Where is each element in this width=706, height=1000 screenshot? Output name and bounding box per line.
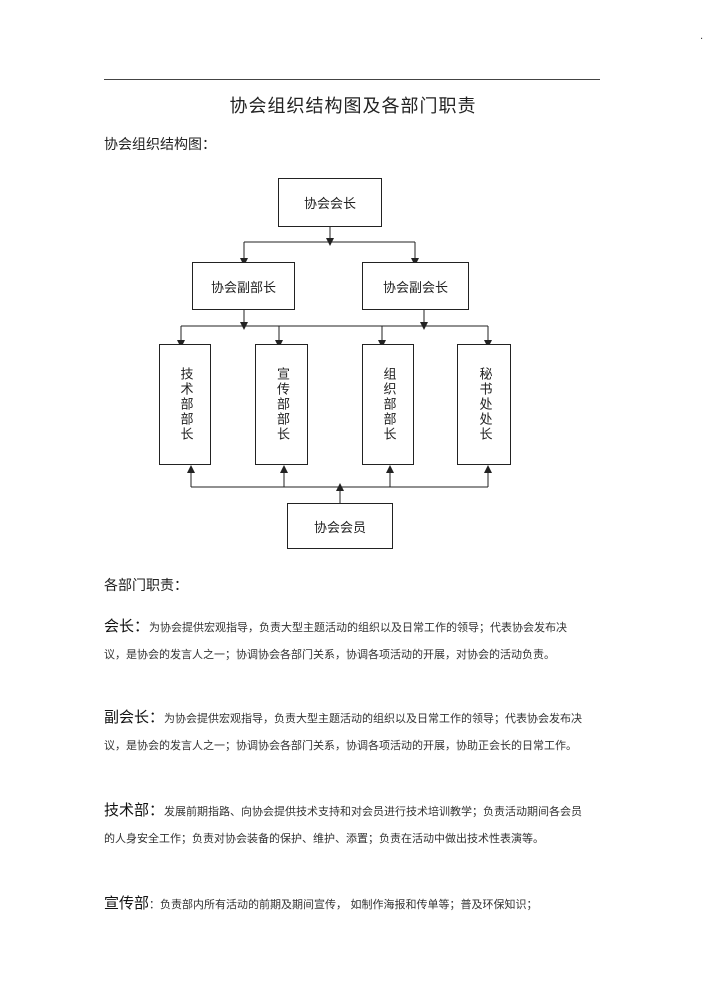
duty-role: 会长： [104,617,150,635]
duty-publicity-dept: 宣传部：负责部内所有活动的前期及期间宣传， 如制作海报和传单等；普及环保知识； [104,890,584,918]
organization-dept-label: 组织部部长 [380,367,396,442]
duty-president: 会长：为协会提供宏观指导，负责大型主题活动的组织以及日常工作的领导；代表协会发布… [104,613,584,668]
vice-president-label: 协会副部长 [210,280,276,296]
president-box: 协会会长 [278,178,382,227]
publicity-dept-box: 宣传部部长 [255,344,308,465]
page-mark: · [700,34,704,45]
duty-role: 宣传部 [104,894,150,912]
duty-role: 副会长： [104,708,165,726]
duty-text: 为协会提供宏观指导，负责大型主题活动的组织以及日常工作的领导；代表协会发布决议，… [104,712,583,752]
duty-text: ：负责部内所有活动的前期及期间宣传， 如制作海报和传单等；普及环保知识； [149,898,538,911]
organization-dept-box: 组织部部长 [362,344,414,465]
duty-role: 技术部： [104,801,165,819]
tech-dept-box: 技术部部长 [159,344,211,465]
members-box: 协会会员 [287,503,393,549]
vice-president-box: 协会副部长 [192,262,295,310]
duties-heading: 各部门职责： [104,578,188,594]
vice-president-2-box: 协会副会长 [362,262,469,310]
tech-dept-label: 技术部部长 [177,367,193,442]
duty-tech-dept: 技术部：发展前期指路、向协会提供技术支持和对会员进行技术培训教学；负责活动期间各… [104,797,584,852]
secretariat-label: 秘书处处长 [476,367,492,442]
duty-text: 发展前期指路、向协会提供技术支持和对会员进行技术培训教学；负责活动期间各会员的人… [104,805,583,845]
members-label: 协会会员 [313,520,366,536]
header-rule [104,79,600,80]
duty-vice-president: 副会长：为协会提供宏观指导，负责大型主题活动的组织以及日常工作的领导；代表协会发… [104,704,584,759]
publicity-dept-label: 宣传部部长 [274,367,289,442]
chart-caption: 协会组织结构图： [104,137,216,153]
secretariat-box: 秘书处处长 [457,344,511,465]
duty-text: 为协会提供宏观指导，负责大型主题活动的组织以及日常工作的领导；代表协会发布决议，… [104,621,568,661]
vice-president-2-label: 协会副会长 [382,280,448,296]
president-label: 协会会长 [303,197,356,212]
document-title: 协会组织结构图及各部门职责 [229,96,477,117]
